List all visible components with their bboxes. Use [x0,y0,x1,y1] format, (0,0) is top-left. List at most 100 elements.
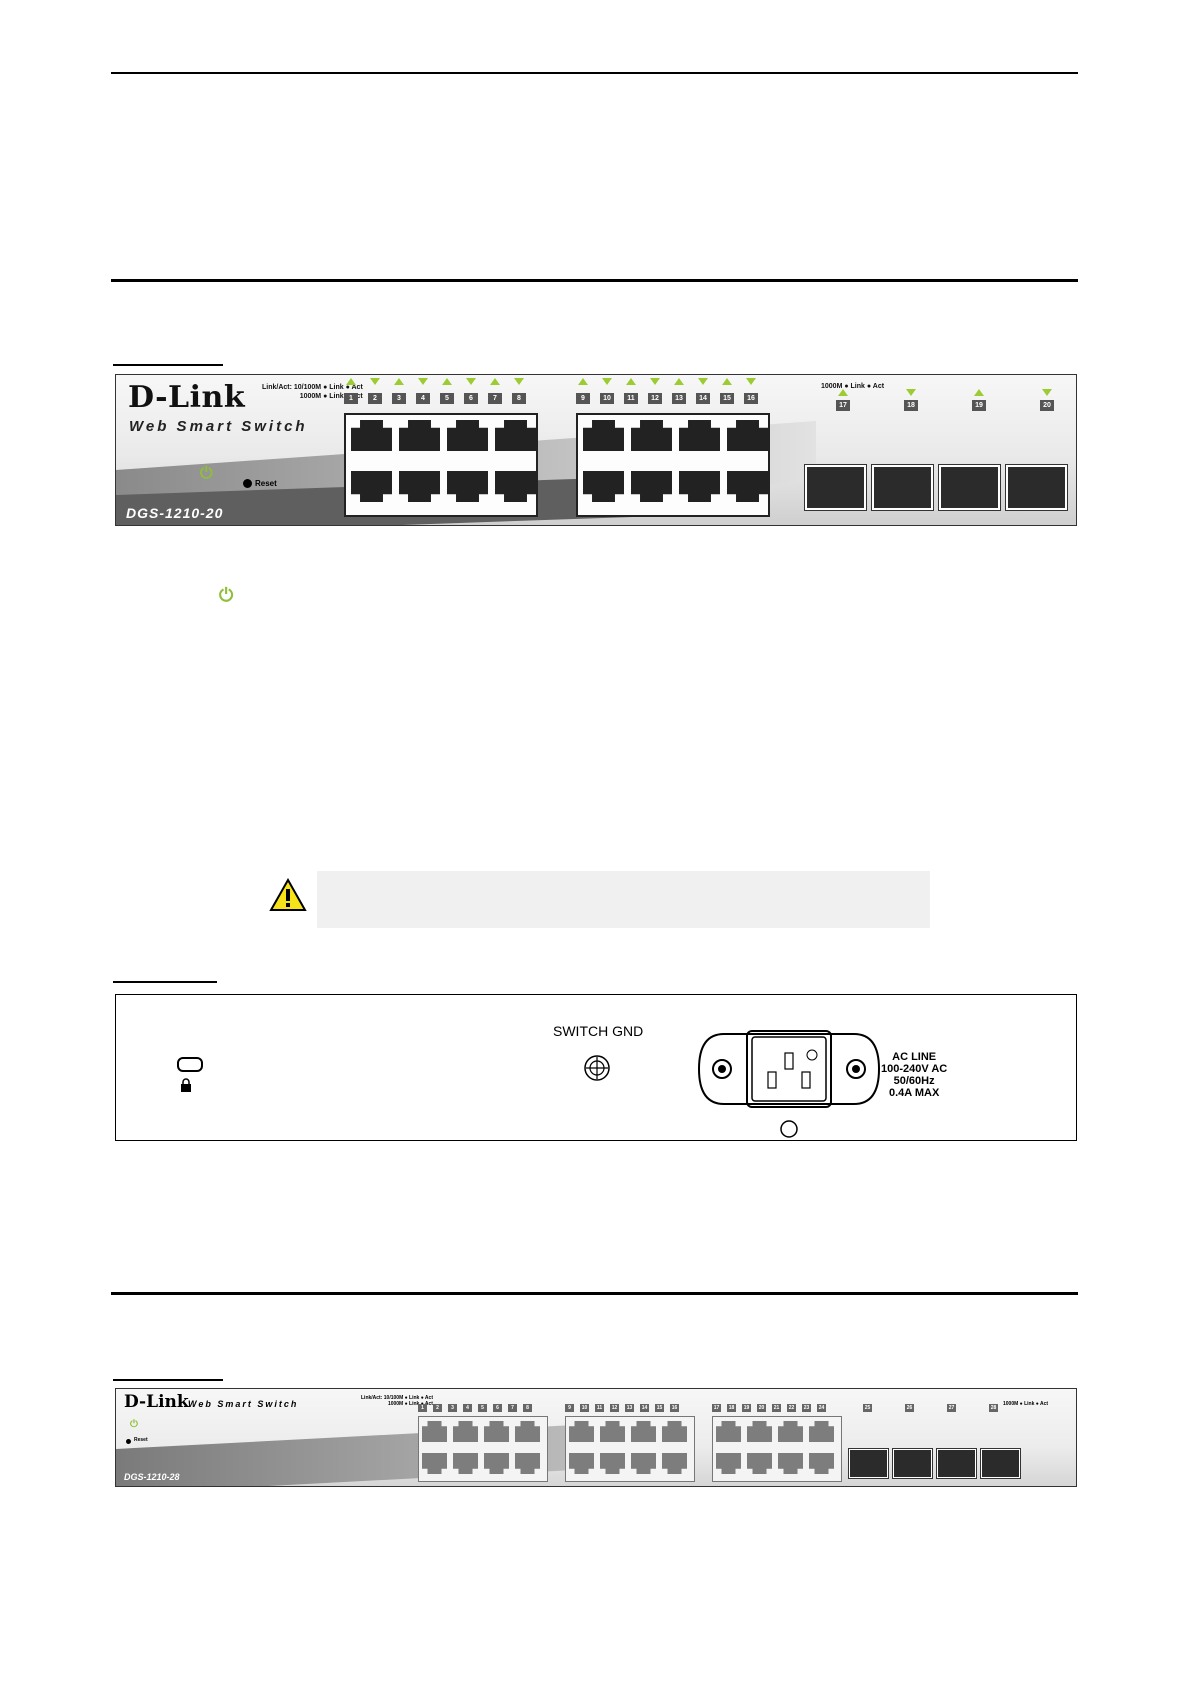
rj45-port-16[interactable] [662,1453,687,1474]
port-number-21: 21 [772,1404,781,1412]
caution-box [317,871,930,928]
section-rule-2 [111,1292,1078,1295]
port-number-6: 6 [464,393,478,404]
port-number-8: 8 [523,1404,532,1412]
reset-label: Reset [134,1437,148,1443]
port-number-4: 4 [416,393,430,404]
ground-screw-icon [584,1055,610,1081]
led-legend: Link/Act: 10/100M ● Link ● Act 1000M ● L… [262,383,363,401]
rj45-port-10[interactable] [569,1453,594,1474]
port-number-19: 19 [742,1404,751,1412]
sfp-number-18: 18 [904,400,918,411]
ac-frequency-text: 50/60Hz [893,1075,935,1087]
ground-label: SWITCH GND [553,1023,644,1039]
sfp-led-20 [1042,389,1052,396]
port-number-3: 3 [448,1404,457,1412]
front-panel-dgs-1210-28: D-Link Web Smart Switch DGS-1210-28 Link… [115,1388,1077,1487]
sfp-number-19: 19 [972,400,986,411]
port-led-5 [442,378,452,385]
rj45-port-12[interactable] [600,1453,625,1474]
rj45-port-4[interactable] [453,1453,478,1474]
sfp-port-25[interactable] [848,1448,889,1479]
sfp-led-legend: 1000M ● Link ● Act [821,383,885,390]
port-led-4 [418,378,428,385]
rj45-port-3[interactable] [453,1421,478,1442]
port-number-15: 15 [655,1404,664,1412]
led-legend-line2: 1000M ● Link ● Act [387,1401,433,1407]
sfp-number-27: 27 [947,1404,956,1412]
figure-caption-underline-3 [113,1379,223,1381]
sfp-port-20[interactable] [1005,464,1068,511]
rj45-port-20[interactable] [747,1453,772,1474]
rj45-port-17[interactable] [716,1421,741,1442]
port-number-13: 13 [672,393,686,404]
figure-caption-underline-1 [113,364,223,366]
reset-button[interactable] [243,479,252,488]
port-number-7: 7 [488,393,502,404]
port-led-11 [626,378,636,385]
sfp-port-19[interactable] [938,464,1001,511]
rj45-port-19[interactable] [747,1421,772,1442]
sfp-port-18[interactable] [871,464,934,511]
rj45-port-2[interactable] [422,1453,447,1474]
security-slot[interactable] [177,1057,203,1072]
port-number-16: 16 [670,1404,679,1412]
sfp-number-17: 17 [836,400,850,411]
brand-logo: D-Link [128,380,246,415]
port-number-8: 8 [512,393,526,404]
port-led-16 [746,378,756,385]
ac-rating-label: AC LINE 100-240V AC 50/60Hz 0.4A MAX [881,1051,947,1099]
sfp-port-27[interactable] [936,1448,977,1479]
rj45-port-6[interactable] [484,1453,509,1474]
sfp-port-26[interactable] [892,1448,933,1479]
rj45-port-8[interactable] [515,1453,540,1474]
port-number-16: 16 [744,393,758,404]
lock-icon [181,1078,191,1092]
figure-caption-underline-2 [113,981,217,983]
rj45-port-7[interactable] [515,1421,540,1442]
port-led-12 [650,378,660,385]
rj45-port-11[interactable] [600,1421,625,1442]
product-tagline: Web Smart Switch [129,418,308,435]
rj45-port-13[interactable] [631,1421,656,1442]
rj45-port-18[interactable] [716,1453,741,1474]
rj45-port-1[interactable] [422,1421,447,1442]
led-legend-line1: Link/Act: 10/100M ● Link ● Act [361,1395,433,1401]
led-legend-line2: 1000M ● Link ● Act [299,393,363,400]
port-number-2: 2 [368,393,382,404]
port-number-5: 5 [440,393,454,404]
sfp-port-28[interactable] [980,1448,1021,1479]
rj45-port-15[interactable] [662,1421,687,1442]
sfp-led-18 [906,389,916,396]
rj45-port-21[interactable] [778,1421,803,1442]
port-number-11: 11 [624,393,638,404]
caution-icon [269,878,307,911]
port-number-22: 22 [787,1404,796,1412]
port-led-8 [514,378,524,385]
power-led-icon: ⏻ [130,1419,138,1430]
port-number-2: 2 [433,1404,442,1412]
ac-line-text: AC LINE [892,1051,937,1063]
rj45-port-14[interactable] [631,1453,656,1474]
rj45-port-9[interactable] [569,1421,594,1442]
port-number-15: 15 [720,393,734,404]
port-number-13: 13 [625,1404,634,1412]
reset-button[interactable] [126,1439,131,1444]
sfp-led-17 [838,389,848,396]
port-led-9 [578,378,588,385]
rj45-port-24[interactable] [809,1453,834,1474]
rj45-port-22[interactable] [778,1453,803,1474]
port-led-10 [602,378,612,385]
ac-power-socket[interactable] [694,1029,884,1141]
port-number-10: 10 [600,393,614,404]
port-number-10: 10 [580,1404,589,1412]
port-number-20: 20 [757,1404,766,1412]
model-label: DGS-1210-28 [124,1472,180,1482]
rj45-port-5[interactable] [484,1421,509,1442]
product-tagline: Web Smart Switch [188,1399,299,1409]
header-rule [111,72,1078,74]
port-number-12: 12 [648,393,662,404]
sfp-port-17[interactable] [804,464,867,511]
ac-voltage-text: 100-240V AC [881,1063,948,1075]
rj45-port-23[interactable] [809,1421,834,1442]
